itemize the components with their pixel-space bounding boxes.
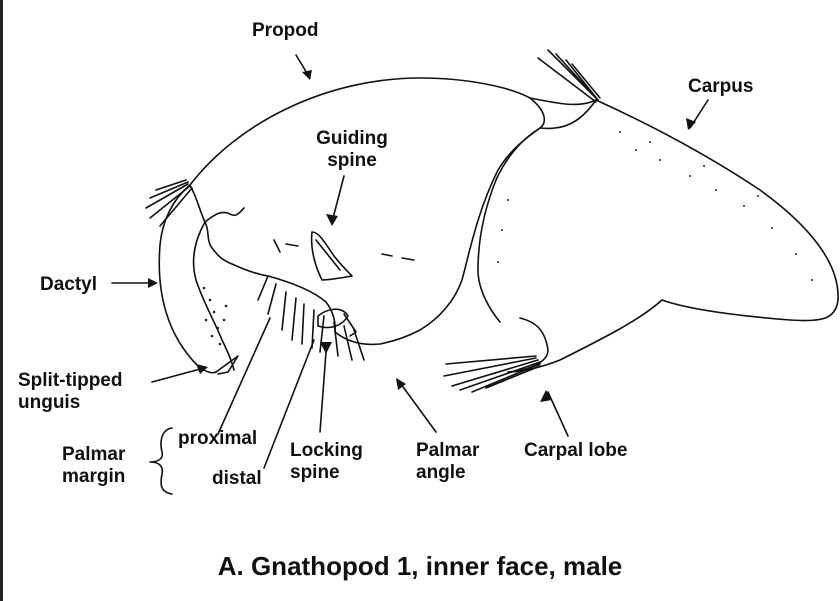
dactyl-label: Dactyl xyxy=(40,274,97,296)
locking-spine-line2: spine xyxy=(290,462,363,484)
palmar-margin-label: Palmar margin xyxy=(62,444,125,488)
palmar-brace xyxy=(150,428,172,494)
palmar-angle-line2: angle xyxy=(416,462,479,484)
carpus-inner xyxy=(478,100,596,322)
guiding-arrow xyxy=(332,176,344,222)
palmar-angle-label: Palmar angle xyxy=(416,440,479,484)
carpus-joint xyxy=(508,318,548,372)
split-arrow xyxy=(152,368,204,382)
guiding-spine-shape xyxy=(312,232,352,280)
dactyl-inner xyxy=(194,222,234,370)
carpus-setae xyxy=(538,50,600,102)
guiding-spine-label-line1: Guiding xyxy=(312,128,392,150)
hinge-setae xyxy=(146,180,192,226)
propod-outline xyxy=(190,78,544,344)
proximal-label: proximal xyxy=(178,428,257,450)
carpal-lobe-label: Carpal lobe xyxy=(524,440,627,462)
carpal-lobe-setae xyxy=(444,356,540,392)
palmar-angle-arrow xyxy=(398,380,436,432)
carpus-label: Carpus xyxy=(688,76,753,98)
split-tipped-line2: unguis xyxy=(18,392,122,414)
figure-caption: A. Gnathopod 1, inner face, male xyxy=(0,551,840,582)
proximal-line xyxy=(218,318,270,434)
locking-spine-line1: Locking xyxy=(290,440,363,462)
split-tipped-line1: Split-tipped xyxy=(18,370,122,392)
unguis-tip xyxy=(216,356,238,374)
locking-spine-label: Locking spine xyxy=(290,440,363,484)
propod-label: Propod xyxy=(252,20,319,42)
split-tipped-unguis-label: Split-tipped unguis xyxy=(18,370,122,414)
guiding-spine-label-line2: spine xyxy=(312,150,392,172)
carpus-outline xyxy=(508,98,838,372)
distal-label: distal xyxy=(212,468,262,490)
propod-base xyxy=(205,208,244,222)
guiding-spine-label: Guiding spine xyxy=(312,128,392,172)
palmar-margin-line1: Palmar xyxy=(62,444,125,466)
dactyl-outline xyxy=(159,185,216,373)
palmar-margin-line2: margin xyxy=(62,466,125,488)
locking-arrow xyxy=(320,352,326,432)
palmar-angle-line1: Palmar xyxy=(416,440,479,462)
